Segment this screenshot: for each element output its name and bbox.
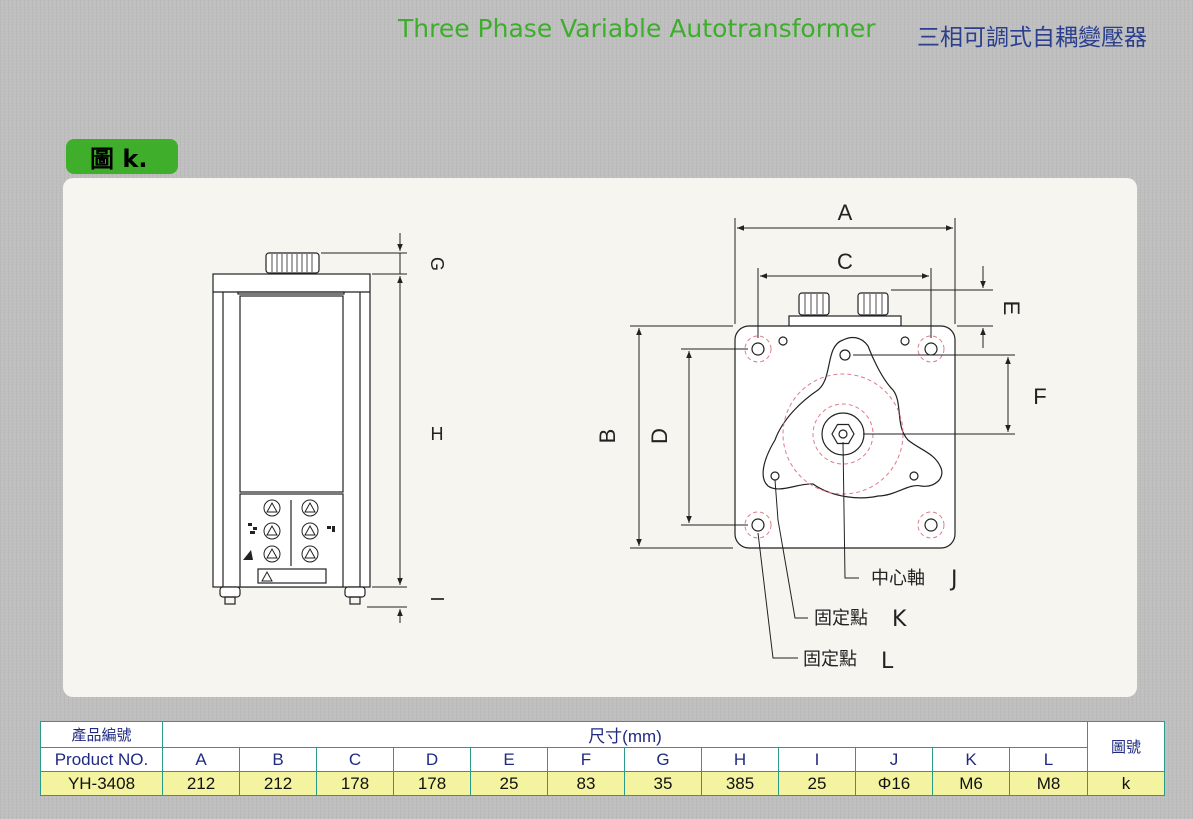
dim-label-b: B bbox=[595, 429, 620, 444]
col-header: A bbox=[162, 747, 240, 772]
col-header: L bbox=[1008, 747, 1089, 772]
table-header-row: 產品編號 尺寸(mm) 圖號 bbox=[40, 721, 1166, 772]
top-view bbox=[734, 292, 956, 549]
page-title-zh: 三相可調式自耦變壓器 bbox=[917, 25, 1147, 51]
dim-label-a: A bbox=[838, 200, 853, 225]
product-en-header: Product NO. bbox=[40, 747, 163, 772]
front-dimensions bbox=[321, 233, 407, 623]
size-header: 尺寸(mm) bbox=[161, 721, 1089, 748]
col-header: C bbox=[316, 747, 394, 772]
value-cell: 25 bbox=[778, 771, 856, 796]
value-cell: 178 bbox=[316, 771, 394, 796]
dim-label-f: F bbox=[1033, 384, 1046, 409]
dim-label-h: H bbox=[431, 424, 444, 444]
callout-labels: 中心軸 J 固定點 K 固定點 L bbox=[803, 567, 958, 674]
dim-label-e: E bbox=[999, 301, 1024, 316]
figure-tab-label: 圖 k. bbox=[90, 145, 148, 173]
value-cell: Φ16 bbox=[855, 771, 933, 796]
callout-k: K bbox=[892, 607, 907, 632]
value-cell: 385 bbox=[701, 771, 779, 796]
dim-label-c: C bbox=[837, 249, 853, 274]
figure-cell: k bbox=[1087, 771, 1166, 796]
front-view bbox=[212, 252, 371, 605]
top-dimension-labels: A C E F B D bbox=[595, 200, 1047, 444]
page-title-en: Three Phase Variable Autotransformer bbox=[398, 14, 876, 43]
col-header: B bbox=[239, 747, 317, 772]
value-cell: 25 bbox=[470, 771, 548, 796]
value-cell: M8 bbox=[1008, 771, 1089, 796]
hole-bottom-right bbox=[924, 518, 938, 532]
value-cell: M6 bbox=[932, 771, 1010, 796]
col-header: K bbox=[932, 747, 1010, 772]
model-cell: YH-3408 bbox=[40, 771, 163, 796]
callout-l: L bbox=[881, 649, 894, 674]
drawing-panel: G H I bbox=[63, 178, 1137, 697]
value-cell: 35 bbox=[624, 771, 702, 796]
front-dimension-labels: G H I bbox=[427, 257, 447, 602]
callout-j: J bbox=[949, 567, 958, 592]
value-cell: 212 bbox=[239, 771, 317, 796]
product-zh-header: 產品編號 bbox=[40, 721, 163, 748]
dim-label-d: D bbox=[647, 428, 672, 444]
col-header: F bbox=[547, 747, 625, 772]
col-header: E bbox=[470, 747, 548, 772]
col-header: I bbox=[778, 747, 856, 772]
callout-fix-point-l: 固定點 bbox=[803, 649, 857, 670]
value-cell: 83 bbox=[547, 771, 625, 796]
col-header: H bbox=[701, 747, 779, 772]
dim-label-i: I bbox=[427, 596, 447, 601]
dim-label-g: G bbox=[427, 257, 447, 271]
figure-tab: 圖 k. bbox=[66, 139, 178, 174]
warning-icon bbox=[261, 570, 273, 582]
table-columns-row: Product NO. A B C D E F G H I J K L bbox=[40, 747, 1165, 772]
top-dimensions bbox=[630, 218, 1015, 659]
hole-bottom-left bbox=[751, 518, 765, 532]
callout-center-shaft: 中心軸 bbox=[871, 568, 925, 589]
value-cell: 212 bbox=[162, 771, 240, 796]
col-header: D bbox=[393, 747, 471, 772]
callout-fix-point-k: 固定點 bbox=[814, 608, 868, 629]
table-row: YH-3408 212 212 178 178 25 83 35 385 25 … bbox=[40, 771, 1166, 796]
col-header: G bbox=[624, 747, 702, 772]
spec-table: 產品編號 尺寸(mm) 圖號 Product NO. A B C D E F G… bbox=[40, 721, 1166, 796]
figure-header: 圖號 bbox=[1087, 721, 1166, 772]
technical-drawing: G H I bbox=[212, 200, 1047, 674]
hole-top-left bbox=[751, 342, 765, 356]
terminal-icons bbox=[263, 499, 319, 563]
knob-icon bbox=[265, 252, 320, 274]
three-arm-flange bbox=[762, 336, 943, 499]
col-header: J bbox=[855, 747, 933, 772]
value-cell: 178 bbox=[393, 771, 471, 796]
